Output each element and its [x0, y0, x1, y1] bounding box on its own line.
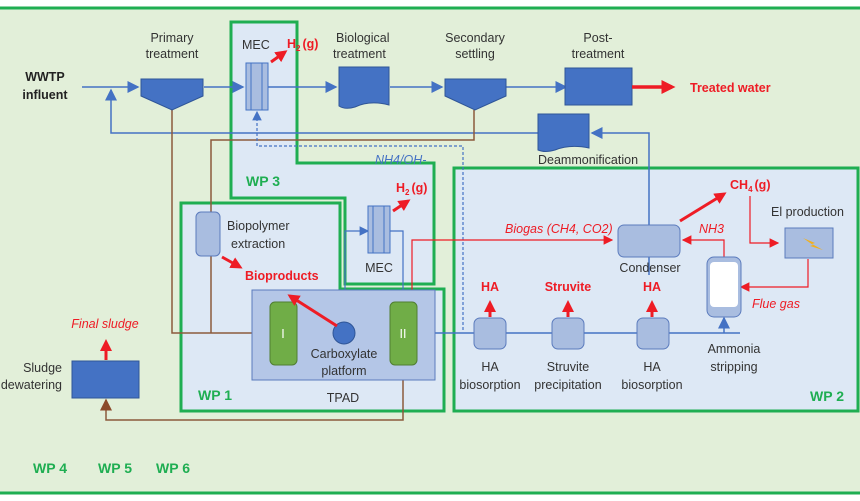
sludge-label-2: dewatering	[1, 378, 62, 392]
ch4-label: CH4(g)	[730, 178, 770, 194]
deammonification-label: Deammonification	[538, 153, 638, 167]
struvite-label-2: precipitation	[534, 378, 601, 392]
wp2-label: WP 2	[810, 388, 844, 404]
secondary-label-2: settling	[455, 47, 495, 61]
tpad-label: TPAD	[327, 391, 359, 405]
treated-water-label: Treated water	[690, 81, 771, 95]
biological-label-2: treatment	[333, 47, 386, 61]
mec-top-unit	[245, 62, 269, 111]
biological-treatment-unit	[338, 66, 390, 109]
ha-biosorption-1-unit	[473, 317, 507, 350]
ha-biosorption-2-unit	[636, 317, 670, 350]
el-production-unit	[784, 227, 834, 259]
biological-label-1: Biological	[336, 31, 390, 45]
flue-gas-label: Flue gas	[752, 297, 800, 311]
wp2-region	[452, 166, 860, 413]
struvite-label-1: Struvite	[547, 360, 589, 374]
influent-label-2: influent	[22, 88, 68, 102]
biopolymer-label-2: extraction	[231, 237, 285, 251]
wp5-label: WP 5	[98, 460, 132, 476]
mec-mid-unit	[367, 205, 391, 254]
reactor-1-label: I	[281, 327, 284, 341]
reactor-1	[269, 301, 298, 366]
wp1-label: WP 1	[198, 387, 232, 403]
h2-mid-label: H2(g)	[396, 181, 427, 197]
ammonia-label-2: stripping	[710, 360, 757, 374]
nh3-label: NH3	[699, 222, 724, 236]
ammonia-label-1: Ammonia	[708, 342, 761, 356]
mec-mid-label: MEC	[365, 261, 393, 275]
bioproducts-label: Bioproducts	[245, 269, 319, 283]
final-sludge-label: Final sludge	[71, 317, 138, 331]
influent-label-1: WWTP	[25, 70, 65, 84]
secondary-label-1: Secondary	[445, 31, 506, 45]
secondary-settling-unit	[444, 78, 507, 111]
primary-treatment-unit	[140, 78, 204, 111]
deammonification-unit	[537, 113, 590, 152]
biopolymer-extraction-unit	[195, 211, 221, 257]
primary-label-2: treatment	[146, 47, 199, 61]
nh4oh-label: NH4/OH-	[375, 153, 426, 167]
sludge-label-1: Sludge	[23, 361, 62, 375]
condenser-label: Condenser	[619, 261, 680, 275]
struvite-precipitation-unit	[551, 317, 585, 350]
carboxylate-node	[332, 321, 356, 345]
sludge-dewatering-unit	[71, 360, 140, 399]
reactor-2-label: II	[400, 327, 407, 341]
wp4-label: WP 4	[33, 460, 67, 476]
biopolymer-label-1: Biopolymer	[227, 219, 290, 233]
post-label-2: treatment	[572, 47, 625, 61]
ha1-label: HA	[481, 280, 499, 294]
ha-bio2-label-1: HA	[643, 360, 661, 374]
ha-bio1-label-1: HA	[481, 360, 499, 374]
mec-top-label: MEC	[242, 38, 270, 52]
struvite-label: Struvite	[545, 280, 592, 294]
reactor-2	[389, 301, 418, 366]
condenser-unit	[617, 224, 681, 258]
ha-bio2-label-2: biosorption	[621, 378, 682, 392]
h2-top-label: H2(g)	[287, 37, 318, 53]
ha-bio1-label-2: biosorption	[459, 378, 520, 392]
biogas-label: Biogas (CH4, CO2)	[505, 222, 613, 236]
ha2-label: HA	[643, 280, 661, 294]
carboxylate-label-2: platform	[321, 364, 366, 378]
wp6-label: WP 6	[156, 460, 190, 476]
lightning-icon	[803, 238, 823, 250]
post-treatment-unit	[564, 67, 633, 106]
carboxylate-label-1: Carboxylate	[311, 347, 378, 361]
wp3-label: WP 3	[246, 173, 280, 189]
post-label-1: Post-	[583, 31, 612, 45]
primary-label-1: Primary	[150, 31, 194, 45]
el-production-label: El production	[771, 205, 844, 219]
